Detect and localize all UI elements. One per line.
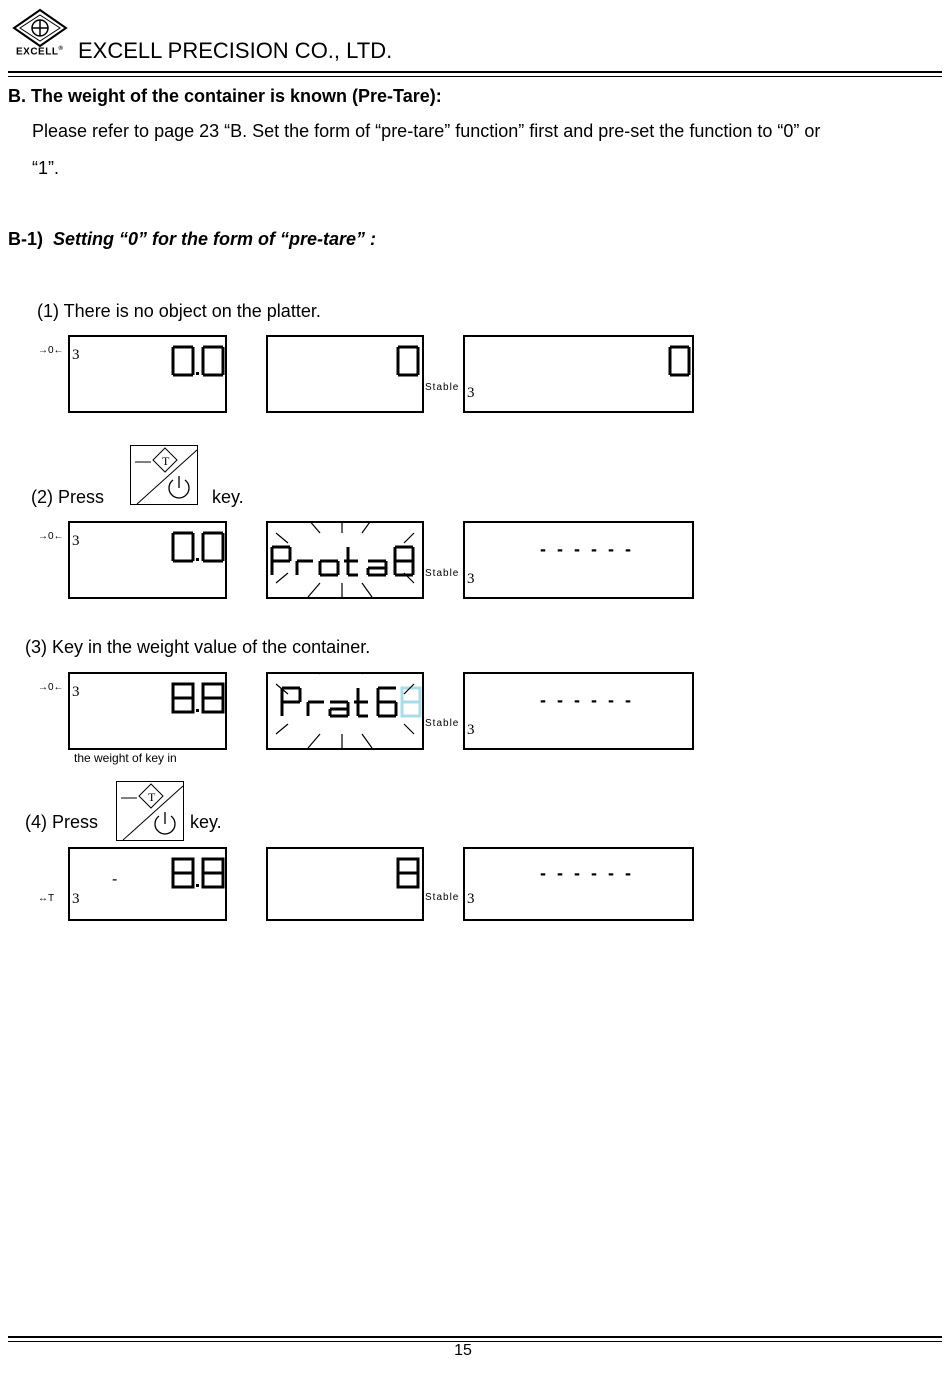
- header-rule: [8, 71, 942, 73]
- stable-label: Stable: [425, 568, 460, 579]
- company-name: EXCELL PRECISION CO., LTD.: [78, 38, 393, 63]
- lcd-weight-4: 3 -: [68, 847, 227, 921]
- excell-logo-icon: [12, 8, 68, 48]
- svg-text:T: T: [162, 454, 170, 468]
- lcd-count-2: 3 - - - - - -: [463, 521, 694, 599]
- lcd-unit-1: [266, 335, 424, 413]
- step-4-text-b: key.: [190, 812, 222, 832]
- seg-display-0: [396, 345, 420, 377]
- step-2-text-a: (2) Press: [31, 487, 105, 507]
- lcd-dashes: - - - - - -: [540, 863, 634, 883]
- lcd-dashes: - - - - - -: [540, 539, 634, 559]
- stable-label: Stable: [425, 718, 460, 729]
- seg-display-0-0: [171, 531, 225, 563]
- tare-indicator: ↔T: [38, 893, 55, 904]
- lcd-weight-1: 3: [68, 335, 227, 413]
- header-rule-thin: [8, 76, 942, 77]
- paragraph-line-1: Please refer to page 23 “B. Set the form…: [32, 121, 821, 141]
- lcd-pretare-blink-1: [266, 521, 424, 599]
- page-number: 15: [454, 1342, 472, 1359]
- seg-display-8: [396, 857, 420, 889]
- lcd-digit-three: 3: [467, 385, 475, 401]
- lcd-unit-4: [266, 847, 424, 921]
- footer-rule-thin: [8, 1341, 942, 1342]
- lcd-count-3: 3 - - - - - -: [463, 672, 694, 750]
- tare-key-button[interactable]: T: [130, 445, 198, 505]
- paragraph-line-2: “1”.: [32, 158, 59, 178]
- seg-display-neg-8-8: [171, 857, 225, 889]
- seg-display-pretare: [275, 674, 422, 749]
- svg-text:T: T: [148, 790, 156, 804]
- lcd-digit-three: 3: [467, 722, 475, 738]
- lcd-pretare-blink-2: [266, 672, 424, 750]
- logo-wordmark: EXCELL®: [16, 46, 64, 58]
- lcd-weight-3: 3: [68, 672, 227, 750]
- lcd-digit-three: 3: [72, 891, 80, 907]
- lcd-count-1: 3: [463, 335, 694, 413]
- lcd-dashes: - - - - - -: [540, 690, 634, 710]
- lcd-digit-three: 3: [467, 891, 475, 907]
- tare-power-icon: T: [135, 447, 198, 505]
- lcd-minus: -: [112, 871, 118, 888]
- stable-label: Stable: [425, 892, 460, 903]
- lcd-digit-three: 3: [72, 347, 80, 363]
- step-1-text: (1) There is no object on the platter.: [37, 301, 321, 321]
- step-4-text-a: (4) Press: [25, 812, 99, 832]
- tare-key-button[interactable]: T: [116, 781, 184, 841]
- subsection-heading: B-1) Setting “0” for the form of “pre-ta…: [8, 229, 377, 249]
- section-heading: B. The weight of the container is known …: [8, 86, 442, 106]
- zero-indicator: →0←: [38, 682, 64, 693]
- key-in-weight-note: the weight of key in: [74, 751, 177, 765]
- seg-display-pretare: [270, 523, 415, 598]
- seg-display-0-0: [171, 345, 225, 377]
- zero-indicator: →0←: [38, 345, 64, 356]
- seg-display-8-8: [171, 682, 225, 714]
- step-2-text-b: key.: [212, 487, 244, 507]
- stable-label: Stable: [425, 382, 460, 393]
- tare-power-icon: T: [121, 783, 184, 841]
- lcd-digit-three: 3: [72, 533, 80, 549]
- lcd-digit-three: 3: [467, 571, 475, 587]
- lcd-count-4: 3 - - - - - -: [463, 847, 694, 921]
- lcd-weight-2: 3: [68, 521, 227, 599]
- footer-rule: [8, 1336, 942, 1338]
- zero-indicator: →0←: [38, 531, 64, 542]
- seg-display-0: [668, 345, 691, 377]
- lcd-digit-three: 3: [72, 684, 80, 700]
- step-3-text: (3) Key in the weight value of the conta…: [25, 637, 371, 657]
